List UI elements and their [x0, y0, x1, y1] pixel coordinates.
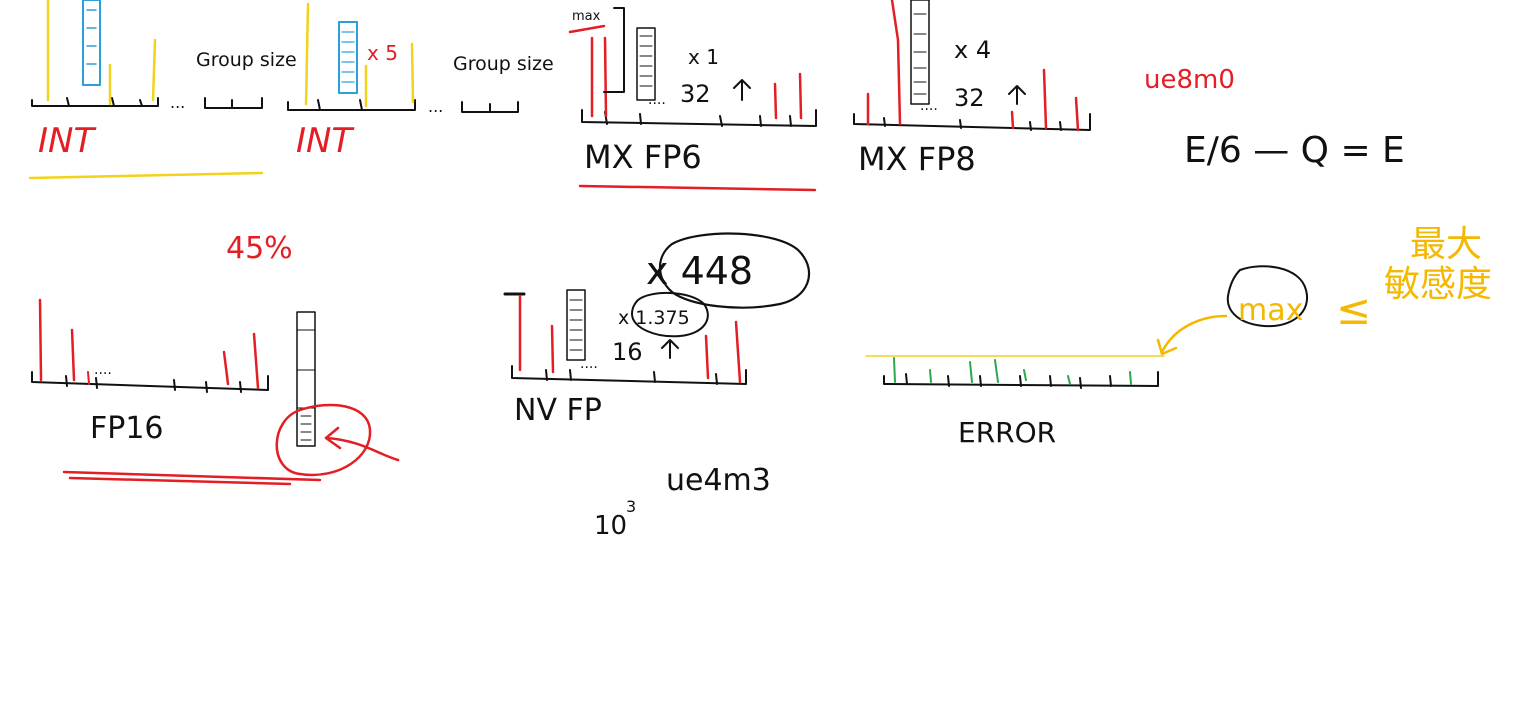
- group-size-label-a: Group size: [196, 49, 297, 71]
- ellipsis-a: ...: [170, 93, 185, 112]
- ue4m3-label: ue4m3: [666, 463, 771, 498]
- error-label: ERROR: [958, 416, 1056, 449]
- mxfp8-label: MX FP8: [858, 140, 976, 178]
- scale-inner-label: x 1.375: [618, 307, 690, 329]
- int-label-a: INT: [38, 121, 96, 161]
- max-note-relation: ≤: [1336, 285, 1371, 334]
- scale-label-mxfp8: x 4: [954, 36, 991, 64]
- max-label: max: [572, 9, 601, 24]
- error-panel: [865, 355, 1165, 389]
- pointer-arrow: [1156, 314, 1228, 356]
- highlight-circle: [658, 232, 811, 309]
- ellipsis-mxfp6: ....: [648, 92, 666, 108]
- max-note: [1156, 265, 1309, 356]
- scale-ruler-icon: [636, 27, 656, 101]
- pointer-arrow: [324, 426, 400, 462]
- scale-label-b: x 5: [367, 41, 398, 65]
- scale-ruler-icon: [566, 289, 586, 361]
- scale-ruler-icon: [82, 0, 101, 86]
- scale-ruler-icon: [910, 0, 930, 105]
- group-label-mxfp8: 32: [954, 84, 985, 112]
- ellipsis-nvfp: ....: [580, 356, 598, 372]
- nvfp-panel: [503, 232, 811, 385]
- ellipsis-mxfp8: ....: [920, 98, 938, 114]
- nvfp-label: NV FP: [514, 393, 602, 428]
- mxfp6-panel: [568, 7, 817, 192]
- ellipsis-b: ...: [428, 97, 443, 116]
- fp16-panel: [31, 298, 400, 486]
- group-label-nvfp: 16: [612, 338, 643, 366]
- power-label: 10: [594, 511, 627, 541]
- int-panel-b: [287, 2, 519, 113]
- scale-label-mxfp6: x 1: [688, 45, 719, 69]
- scale-ruler-icon: [338, 21, 358, 94]
- highlight-circle: [275, 403, 372, 477]
- highlight-circle: [631, 291, 709, 338]
- equation-label: E/6 — Q = E: [1184, 130, 1405, 171]
- chinese-label: 最大敏感度: [1384, 224, 1492, 305]
- max-note-label: max: [1238, 293, 1303, 328]
- ue8m0-label: ue8m0: [1144, 65, 1235, 95]
- group-label-mxfp6: 32: [680, 80, 711, 108]
- highlight-circle: [1226, 265, 1309, 328]
- percent-label: 45%: [226, 231, 293, 266]
- power-exp-label: 3: [626, 497, 636, 516]
- int-panel-a: [28, 0, 264, 180]
- scale-ruler-icon: [296, 311, 316, 447]
- ellipsis-fp16: ....: [94, 362, 112, 378]
- mxfp8-panel: [853, 0, 1091, 132]
- int-label-b: INT: [296, 121, 354, 161]
- group-size-label-b: Group size: [453, 53, 554, 75]
- mxfp6-label: MX FP6: [584, 138, 702, 176]
- fp16-label: FP16: [90, 411, 164, 446]
- scale-outer-label: x 448: [646, 249, 753, 293]
